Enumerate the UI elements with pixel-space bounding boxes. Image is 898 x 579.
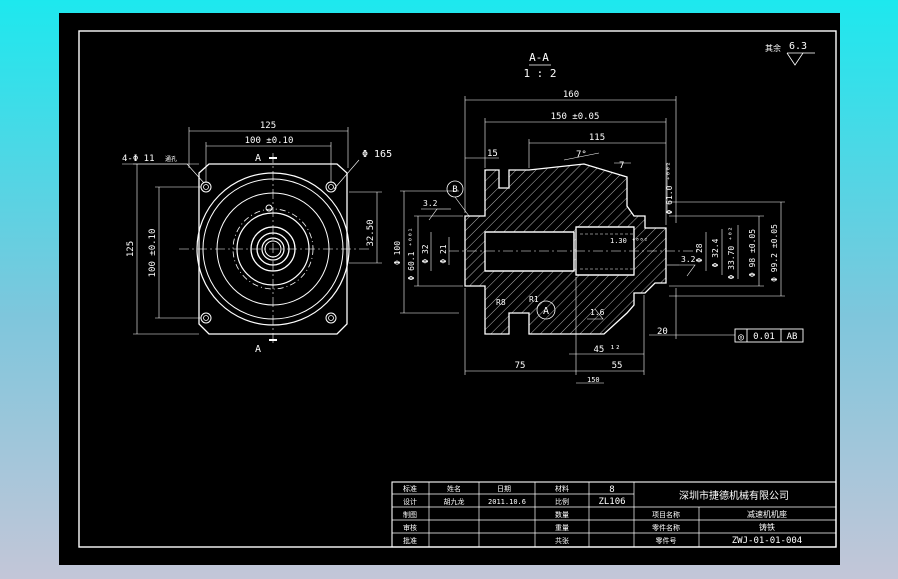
front-view bbox=[179, 153, 369, 343]
svg-text:Φ 60.1 ⁺⁰⁰¹: Φ 60.1 ⁺⁰⁰¹ bbox=[407, 228, 416, 281]
svg-text:Φ 100: Φ 100 bbox=[393, 241, 402, 265]
svg-text:B: B bbox=[452, 185, 457, 195]
svg-text:115: 115 bbox=[589, 133, 605, 143]
svg-text:Φ 99.2 ±0.05: Φ 99.2 ±0.05 bbox=[770, 224, 779, 282]
front-view-dimensions: 125 100 ±0.10 4-Φ 11 通孔 Φ 165 125 100 ±0… bbox=[122, 121, 392, 355]
svg-text:160: 160 bbox=[563, 90, 579, 100]
svg-text:0.01: 0.01 bbox=[753, 332, 775, 342]
svg-text:Φ 28: Φ 28 bbox=[695, 243, 704, 262]
drawing-frame bbox=[78, 30, 837, 548]
svg-text:75: 75 bbox=[515, 361, 526, 371]
svg-text:制图: 制图 bbox=[403, 510, 417, 519]
svg-text:Φ 32: Φ 32 bbox=[421, 244, 430, 263]
svg-text:6.3: 6.3 bbox=[789, 41, 807, 52]
roughness-symbol: 其余 6.3 bbox=[765, 41, 815, 66]
svg-text:150: 150 bbox=[587, 376, 600, 384]
svg-text:姓名: 姓名 bbox=[447, 484, 461, 493]
svg-text:Φ 32.4: Φ 32.4 bbox=[711, 238, 720, 267]
svg-text:Φ 61.0 ⁺⁰⁰²: Φ 61.0 ⁺⁰⁰² bbox=[665, 162, 674, 215]
svg-text:重量: 重量 bbox=[555, 524, 569, 532]
svg-text:A: A bbox=[543, 306, 549, 317]
svg-text:铸铁: 铸铁 bbox=[759, 522, 775, 532]
svg-text:100 ±0.10: 100 ±0.10 bbox=[148, 229, 158, 278]
svg-text:Φ 33.70 ⁺⁰²: Φ 33.70 ⁺⁰² bbox=[727, 227, 736, 280]
svg-text:125: 125 bbox=[126, 241, 136, 257]
svg-text:批准: 批准 bbox=[403, 536, 417, 545]
section-title: A-A bbox=[529, 51, 549, 64]
svg-text:设计: 设计 bbox=[403, 497, 417, 506]
svg-text:7°: 7° bbox=[576, 150, 587, 160]
svg-text:150 ±0.05: 150 ±0.05 bbox=[551, 112, 600, 122]
svg-text:8: 8 bbox=[609, 485, 614, 495]
svg-text:R1: R1 bbox=[529, 295, 539, 304]
svg-text:◎: ◎ bbox=[738, 332, 744, 343]
svg-text:20: 20 bbox=[657, 327, 668, 337]
svg-text:R8: R8 bbox=[496, 298, 506, 307]
svg-text:7: 7 bbox=[619, 161, 624, 171]
svg-text:2011.10.6: 2011.10.6 bbox=[488, 498, 526, 506]
svg-text:A: A bbox=[255, 153, 261, 164]
svg-text:Φ 21: Φ 21 bbox=[439, 244, 448, 263]
svg-text:Φ 98 ±0.05: Φ 98 ±0.05 bbox=[748, 229, 757, 277]
svg-text:1.6: 1.6 bbox=[590, 308, 605, 317]
section-view-dimensions: 160 150 ±0.05 115 15 7° 7 Φ 61.0 ⁺⁰⁰² 3.… bbox=[393, 90, 804, 384]
svg-text:胡九龙: 胡九龙 bbox=[444, 497, 465, 506]
svg-text:审核: 审核 bbox=[403, 523, 417, 532]
svg-text:4-Φ 11: 4-Φ 11 bbox=[122, 154, 155, 164]
svg-text:Φ 165: Φ 165 bbox=[362, 149, 392, 160]
svg-text:3.2: 3.2 bbox=[681, 255, 696, 264]
svg-text:ZWJ-01-01-004: ZWJ-01-01-004 bbox=[732, 536, 802, 546]
svg-text:日期: 日期 bbox=[497, 485, 511, 493]
svg-text:比例: 比例 bbox=[555, 497, 569, 506]
svg-text:32.50: 32.50 bbox=[366, 219, 376, 246]
svg-text:125: 125 bbox=[260, 121, 276, 131]
svg-text:其余: 其余 bbox=[765, 43, 781, 53]
svg-text:项目名称: 项目名称 bbox=[652, 510, 680, 519]
svg-text:深圳市捷德机械有限公司: 深圳市捷德机械有限公司 bbox=[679, 489, 789, 502]
svg-text:零件名称: 零件名称 bbox=[652, 523, 680, 532]
svg-text:减速机机座: 减速机机座 bbox=[747, 509, 787, 519]
svg-text:共张: 共张 bbox=[555, 536, 569, 545]
svg-text:标准: 标准 bbox=[403, 484, 417, 493]
svg-text:100 ±0.10: 100 ±0.10 bbox=[245, 136, 294, 146]
section-view bbox=[449, 163, 699, 335]
svg-text:1.30 ⁺⁰⁰²: 1.30 ⁺⁰⁰² bbox=[610, 237, 648, 245]
svg-text:ZL106: ZL106 bbox=[598, 497, 625, 507]
svg-text:3.2: 3.2 bbox=[423, 199, 438, 208]
svg-text:AB: AB bbox=[787, 332, 798, 342]
svg-text:通孔: 通孔 bbox=[165, 155, 177, 163]
svg-text:45 ¹²: 45 ¹² bbox=[593, 345, 620, 355]
svg-text:数量: 数量 bbox=[555, 510, 569, 519]
drawing-sheet: A-A 1 : 2 其余 6.3 bbox=[59, 13, 840, 565]
svg-text:55: 55 bbox=[612, 361, 623, 371]
title-block: 深圳市捷德机械有限公司 8 ZL106 姓名 日期 胡九龙 2011.10.6 … bbox=[391, 481, 837, 548]
svg-text:15: 15 bbox=[487, 149, 498, 159]
svg-text:材料: 材料 bbox=[555, 484, 569, 493]
svg-text:A: A bbox=[255, 344, 261, 355]
cad-drawing: A-A 1 : 2 其余 6.3 bbox=[78, 30, 837, 548]
section-scale: 1 : 2 bbox=[523, 67, 556, 80]
svg-text:零件号: 零件号 bbox=[656, 536, 677, 545]
